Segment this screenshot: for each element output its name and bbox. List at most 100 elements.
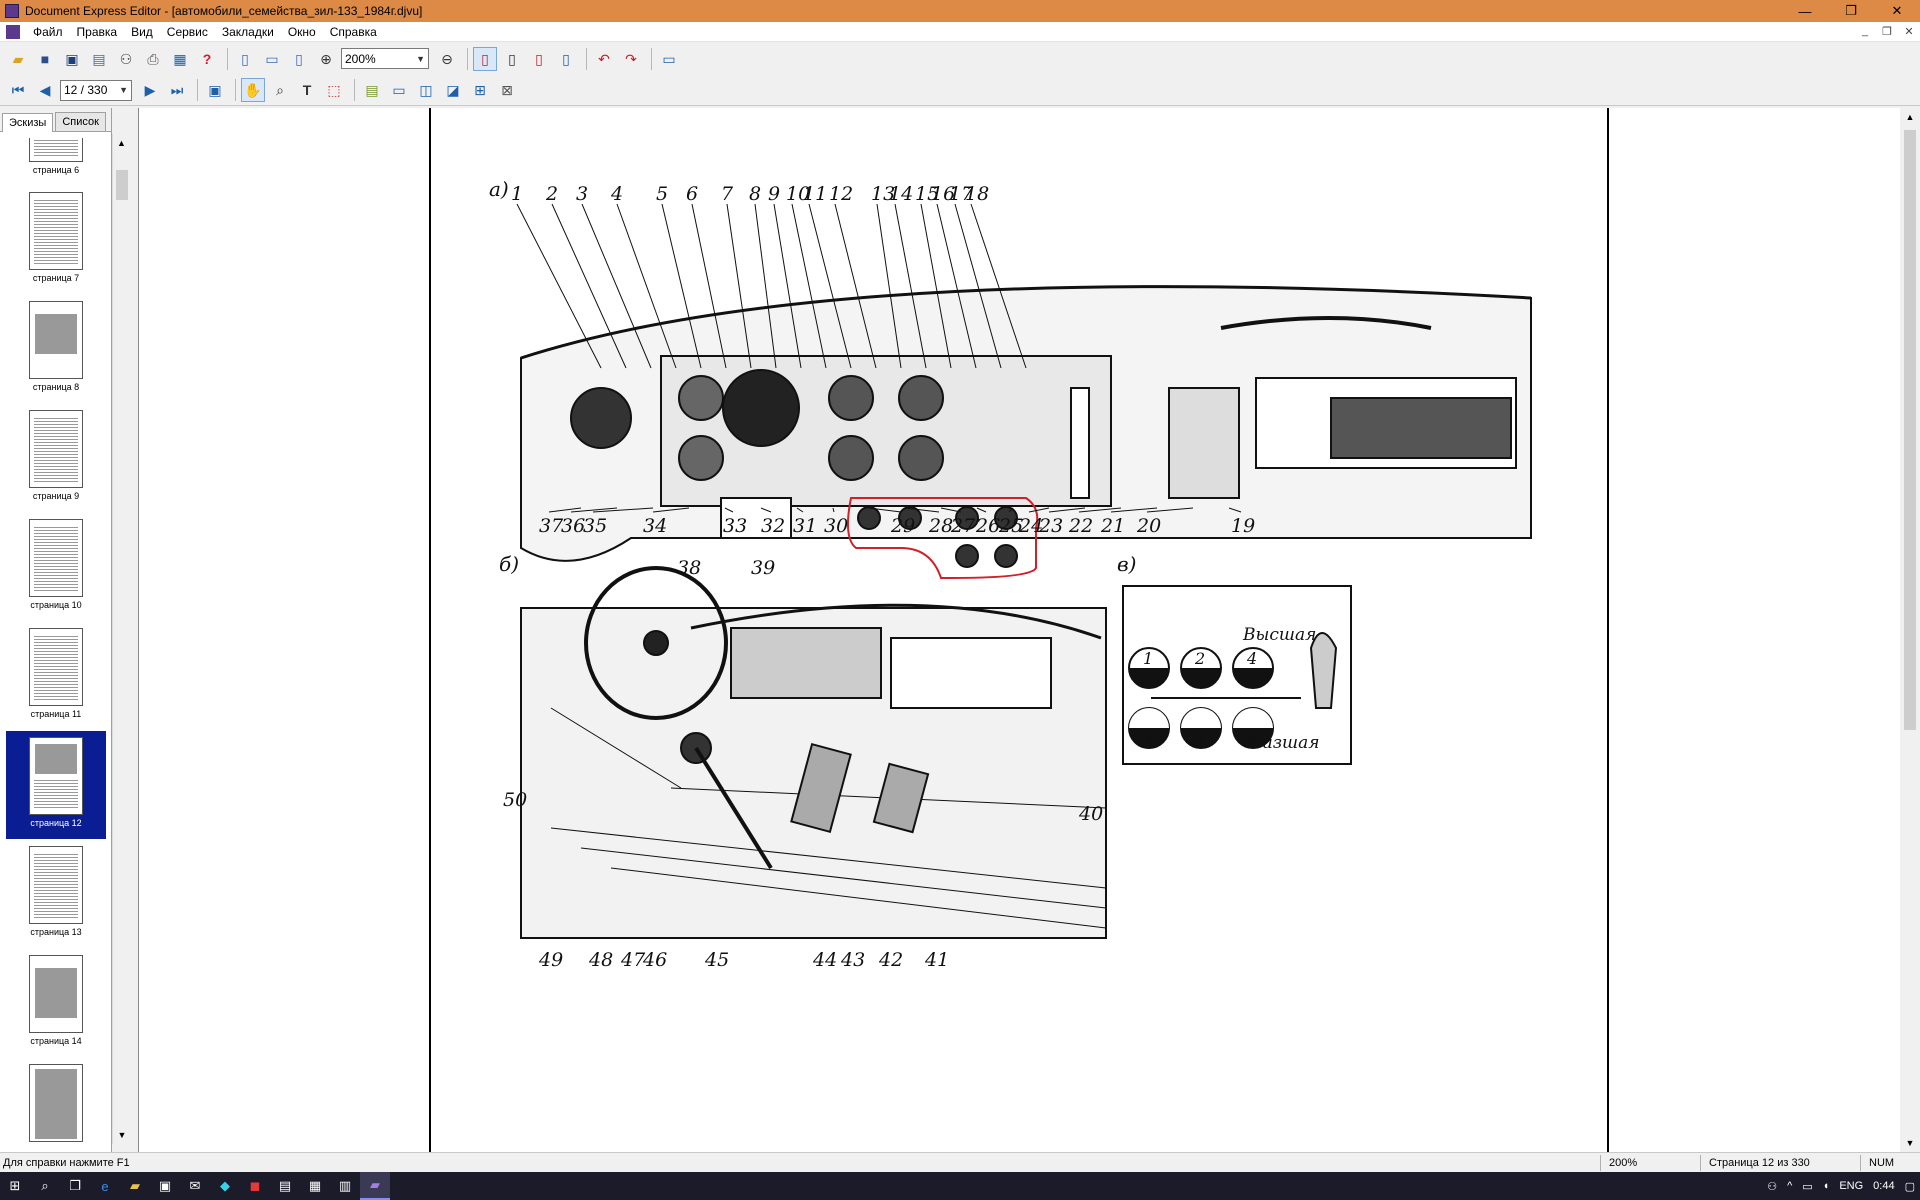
save-button[interactable]: ■ [33,47,57,71]
minimize-button[interactable]: — [1798,3,1812,19]
thumbnail-item[interactable] [6,1058,106,1148]
layer-1-button[interactable]: ▤ [360,78,384,102]
goto-page-button[interactable]: ▣ [203,78,227,102]
taskbar-app-1[interactable]: ◆ [210,1172,240,1200]
taskbar-document-express[interactable]: ▰ [360,1172,390,1200]
scroll-up-icon[interactable]: ▲ [1905,112,1915,122]
text-tool-button[interactable]: T [295,78,319,102]
menu-help[interactable]: Справка [329,24,377,39]
taskbar-calculator[interactable]: ▦ [300,1172,330,1200]
notification-icon[interactable]: ▢ [1904,1180,1915,1193]
scan-button[interactable]: ▣ [60,47,84,71]
start-button[interactable]: ⊞ [0,1172,30,1200]
rotate-left-button[interactable]: ↶ [592,47,616,71]
chevron-up-icon[interactable]: ^ [1787,1180,1793,1192]
section-label-v: в) [1117,552,1136,576]
thumbnail-item-selected[interactable]: страница 12 [6,731,106,839]
rotate-right-button[interactable]: ↷ [619,47,643,71]
cover-button[interactable]: ▯ [554,47,578,71]
scroll-up-icon[interactable]: ▲ [117,138,126,148]
zoom-tool-button[interactable]: ⌕ [268,78,292,102]
properties-button[interactable]: ▦ [168,47,192,71]
menu-file[interactable]: Файл [33,24,63,39]
menu-view[interactable]: Вид [131,24,153,39]
thumbnail-item[interactable]: страница 8 [6,295,106,403]
menu-bookmarks[interactable]: Закладки [221,24,274,39]
layer-4-button[interactable]: ◪ [441,78,465,102]
callout-number: 30 [824,515,848,537]
zoom-combo[interactable]: 200% ▼ [341,48,429,69]
callout-number: 25 [998,515,1023,537]
region-tool-button[interactable]: ⬚ [322,78,346,102]
first-page-button[interactable]: ⏮ [6,78,30,102]
tab-thumbnails[interactable]: Эскизы [2,113,54,132]
hand-tool-button[interactable]: ✋ [241,78,265,102]
people-icon[interactable]: ⚇ [1767,1180,1778,1193]
printer-icon: ⎙ [147,50,159,67]
document-scrollbar[interactable]: ▲ ▼ [1900,108,1920,1152]
menu-service[interactable]: Сервис [166,24,208,39]
fit-width-button[interactable]: ▭ [260,47,284,71]
taskbar-explorer[interactable]: ▰ [120,1172,150,1200]
thumbnail-item[interactable]: страница 11 [6,622,106,730]
menu-window[interactable]: Окно [287,24,316,39]
thumbnail-scrollbar[interactable]: ▲ ▼ [112,134,130,1144]
mdi-close-button[interactable]: ✕ [1904,26,1914,38]
volume-icon[interactable]: ◖ [1822,1180,1830,1192]
single-page-button[interactable]: ▯ [473,46,497,71]
zoom-out-button[interactable]: ⊖ [435,47,459,71]
network-icon[interactable]: ▭ [1802,1180,1813,1193]
actual-size-button[interactable]: ▯ [287,47,311,71]
thumbnail-item[interactable]: страница 6 [6,138,106,186]
find-button[interactable]: ⚇ [114,47,138,71]
rotate-right-icon: ↷ [625,50,637,67]
taskbar-store[interactable]: ▣ [150,1172,180,1200]
menu-edit[interactable]: Правка [76,24,118,39]
taskbar-edge[interactable]: e [90,1172,120,1200]
layer-3-button[interactable]: ◫ [414,78,438,102]
thumbnail-item[interactable]: страница 9 [6,404,106,512]
export-button[interactable]: ▤ [87,47,111,71]
scrollbar-thumb[interactable] [116,170,128,200]
search-button[interactable]: ⌕ [30,1172,60,1200]
thumbnail-item[interactable]: страница 14 [6,949,106,1057]
zoom-in-button[interactable]: ⊕ [314,47,338,71]
lang-indicator[interactable]: ENG [1839,1180,1864,1192]
continuous-button[interactable]: ▯ [500,47,524,71]
last-page-button[interactable]: ⏭ [165,78,189,102]
thumbnail-item[interactable]: страница 7 [6,186,106,294]
taskbar-app-2[interactable]: ◼ [240,1172,270,1200]
print-button[interactable]: ⎙ [141,47,165,71]
scrollbar-thumb[interactable] [1904,130,1916,730]
scroll-down-icon[interactable]: ▼ [117,1130,127,1140]
facing-button[interactable]: ▯ [527,47,551,71]
layer-5-button[interactable]: ⊞ [468,78,492,102]
page-combo[interactable]: 12 / 330 ▼ [60,79,132,101]
close-button[interactable]: ✕ [1891,3,1903,18]
layer-6-button[interactable]: ⊠ [495,78,519,102]
taskbar-mail[interactable]: ✉ [180,1172,210,1200]
tab-list[interactable]: Список [55,112,106,131]
mdi-restore-button[interactable]: ❐ [1882,26,1892,38]
layer-2-button[interactable]: ▭ [387,78,411,102]
fullscreen-button[interactable]: ▭ [657,47,681,71]
maximize-button[interactable]: ❐ [1845,3,1857,18]
document-icon[interactable] [6,24,20,39]
page-thumbnail [29,519,83,597]
clock[interactable]: 0:44 [1873,1180,1895,1192]
leader-line [592,507,654,513]
page-thumbnail [29,301,83,379]
thumbnail-item[interactable]: страница 13 [6,840,106,948]
fit-page-button[interactable]: ▯ [233,47,257,71]
next-page-button[interactable]: ▶ [138,78,162,102]
task-view-button[interactable]: ❐ [60,1172,90,1200]
previous-page-button[interactable]: ◀ [33,78,57,102]
taskbar-app-3[interactable]: ▤ [270,1172,300,1200]
taskbar-app-4[interactable]: ▥ [330,1172,360,1200]
scroll-down-icon[interactable]: ▼ [1905,1138,1915,1148]
open-button[interactable]: ▰ [6,47,30,71]
help-button[interactable]: ? [195,47,219,71]
thumbnail-item[interactable]: страница 10 [6,513,106,621]
mdi-minimize-button[interactable]: _ [1861,25,1869,37]
